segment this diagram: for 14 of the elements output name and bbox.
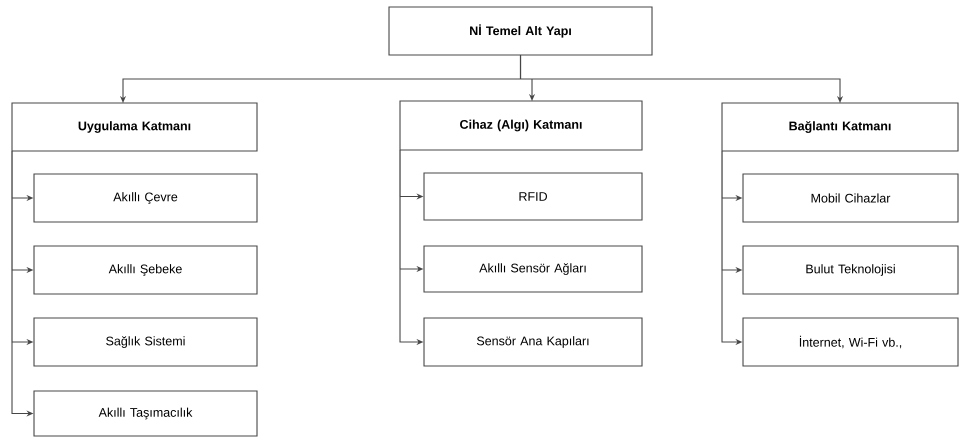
item-box: Akıllı Sensör Ağları bbox=[423, 245, 643, 293]
heading-box: Nİ Temel Alt Yapı bbox=[388, 6, 653, 56]
item-box: Akıllı Çevre bbox=[33, 173, 258, 223]
item-box: RFID bbox=[423, 172, 643, 221]
heading-box: Bağlantı Katmanı bbox=[721, 102, 959, 152]
item-box: Akıllı Şebeke bbox=[33, 245, 258, 295]
item-box: Mobil Cihazlar bbox=[742, 173, 959, 223]
item-box: Sağlık Sistemi bbox=[33, 317, 258, 367]
item-box: Sensör Ana Kapıları bbox=[423, 317, 643, 367]
heading-box: Uygulama Katmanı bbox=[11, 102, 258, 152]
heading-box: Cihaz (Algı) Katmanı bbox=[399, 100, 643, 151]
item-box: İnternet, Wi-Fi vb., bbox=[742, 317, 959, 367]
item-box: Akıllı Taşımacılık bbox=[33, 390, 258, 437]
item-box: Bulut Teknolojisi bbox=[742, 245, 959, 295]
